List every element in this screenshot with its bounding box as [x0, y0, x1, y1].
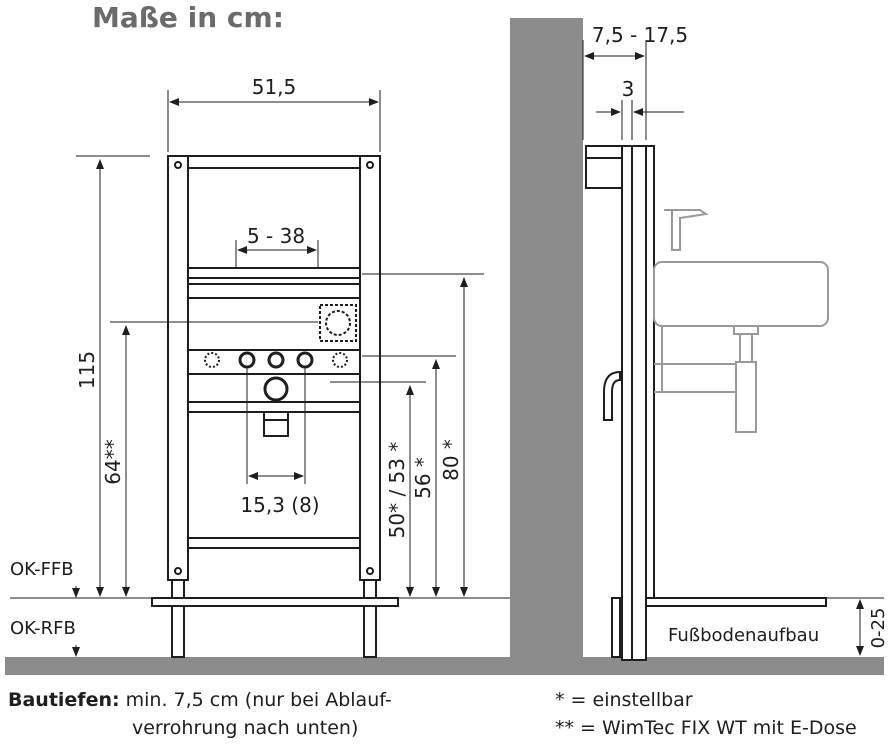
- bautiefen-label: Bautiefen:: [8, 689, 120, 711]
- frame-front-view: [151, 155, 399, 658]
- dim-height-total: 115: [75, 351, 99, 389]
- dim-height-50-53: 50* / 53 *: [385, 442, 409, 539]
- washbasin: [653, 209, 829, 433]
- label-ok-ffb: OK-FFB: [10, 559, 74, 580]
- dim-inner-spacing: 5 - 38: [247, 224, 305, 248]
- front-dimension-lines: [10, 90, 510, 657]
- dim-depth-3: 3: [622, 77, 635, 101]
- label-ok-rfb: OK-RFB: [10, 618, 76, 639]
- raw-floor: [5, 657, 884, 675]
- footnote-star2: ** = WimTec FIX WT mit E-Dose: [555, 717, 857, 739]
- bautiefen-line2: verrohrung nach unten): [132, 717, 359, 739]
- dim-width-top: 51,5: [252, 75, 297, 99]
- bautiefen-line1: min. 7,5 cm (nur bei Ablauf-: [125, 689, 392, 711]
- diagram-title: Maße in cm:: [92, 1, 284, 34]
- label-fussbodenaufbau: Fußbodenaufbau: [668, 625, 819, 646]
- dim-height-64: 64**: [101, 439, 125, 484]
- dim-depth-range: 7,5 - 17,5: [592, 23, 688, 47]
- footnote-star1: * = einstellbar: [555, 689, 693, 711]
- dim-floor-buildup: 0-25: [868, 608, 888, 649]
- frame-side-view: [585, 145, 827, 661]
- footnote-bautiefen: Bautiefen: min. 7,5 cm (nur bei Ablauf-: [8, 687, 392, 713]
- wall: [510, 18, 583, 657]
- dim-height-56: 56 *: [411, 457, 435, 499]
- dim-drain-spacing: 15,3 (8): [240, 493, 319, 517]
- side-dimension-lines: [582, 40, 884, 656]
- dim-height-80: 80 *: [439, 439, 463, 481]
